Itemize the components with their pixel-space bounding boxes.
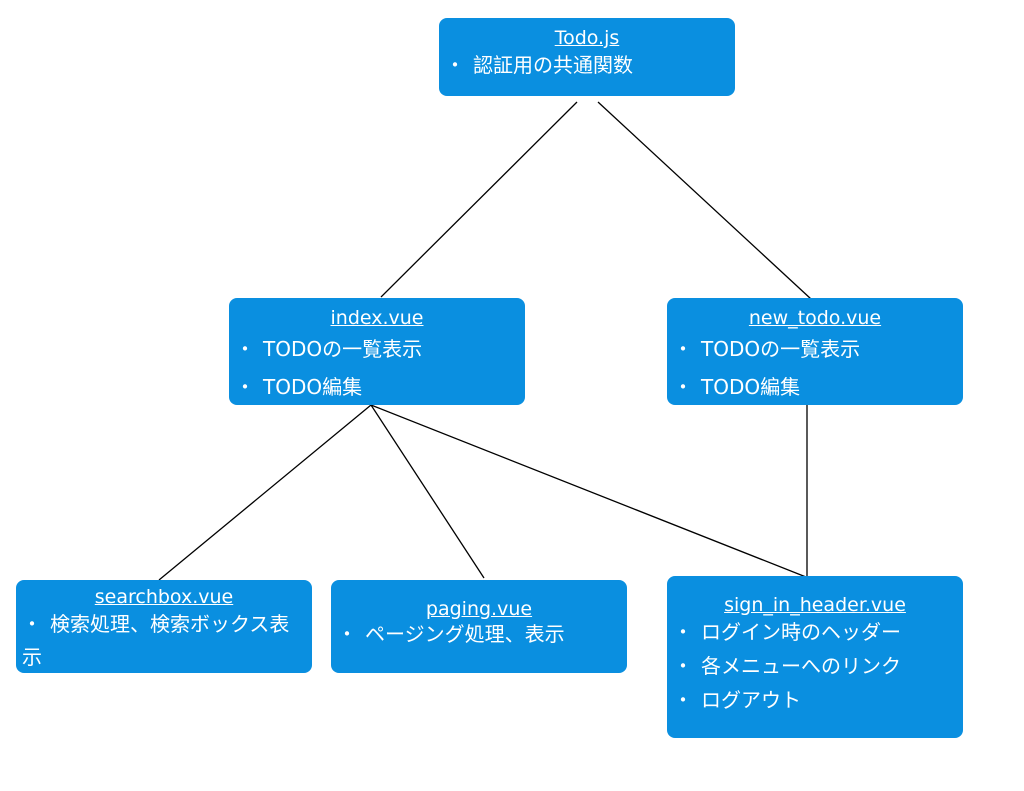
node-item-text: TODO編集 (701, 375, 801, 399)
node-item-text: ログイン時のヘッダー (701, 620, 901, 644)
node-item: ・検索処理、検索ボックス表示 (22, 608, 306, 674)
node-item-text: ログアウト (701, 688, 801, 712)
node-title: searchbox.vue (94, 586, 234, 608)
node-searchbox-vue: searchbox.vue ・検索処理、検索ボックス表示 (16, 580, 312, 673)
edge-index-paging (370, 404, 485, 579)
node-item-text: 認証用の共通関数 (473, 53, 633, 77)
node-title: paging.vue (425, 598, 533, 620)
node-item: ・ページング処理、表示 (337, 622, 627, 646)
bullet: ・ (445, 53, 465, 77)
node-item: ・ TODOの一覧表示 (235, 337, 525, 361)
node-item: ・認証用の共通関数 (445, 53, 735, 77)
bullet: ・ (235, 375, 255, 399)
node-item: ・ログイン時のヘッダー (673, 620, 963, 644)
node-item-text: ページング処理、表示 (365, 622, 565, 646)
bullet: ・ (673, 375, 693, 399)
node-item-text: 検索処理、検索ボックス表示 (22, 612, 290, 669)
node-item-text: TODOの一覧表示 (701, 337, 861, 361)
node-item-text: TODOの一覧表示 (263, 337, 423, 361)
node-paging-vue: paging.vue ・ページング処理、表示 (331, 580, 627, 673)
bullet: ・ (337, 622, 357, 646)
edge-index-searchbox (158, 404, 372, 581)
bullet: ・ (22, 612, 42, 636)
node-item: ・各メニューへのリンク (673, 654, 963, 678)
node-item: ・ TODOの一覧表示 (673, 337, 963, 361)
edge-todo-new-todo (597, 101, 812, 300)
node-item-text: 各メニューへのリンク (701, 654, 901, 678)
node-item-text: TODO編集 (263, 375, 363, 399)
bullet: ・ (673, 620, 693, 644)
bullet: ・ (673, 688, 693, 712)
node-title: new_todo.vue (748, 307, 882, 329)
node-title: index.vue (330, 307, 424, 329)
node-item: ・ログアウト (673, 688, 963, 712)
node-title: Todo.js (554, 27, 620, 49)
node-index-vue: index.vue ・ TODOの一覧表示 ・ TODO編集 (229, 298, 525, 405)
edge-todo-index (380, 101, 578, 298)
node-title: sign_in_header.vue (724, 594, 906, 616)
bullet: ・ (673, 654, 693, 678)
node-sign-in-header-vue: sign_in_header.vue ・ログイン時のヘッダー ・各メニューへのリ… (667, 576, 963, 738)
node-todo-js: Todo.js ・認証用の共通関数 (439, 18, 735, 96)
node-item: ・ TODO編集 (673, 375, 963, 399)
node-new-todo-vue: new_todo.vue ・ TODOの一覧表示 ・ TODO編集 (667, 298, 963, 405)
node-item: ・ TODO編集 (235, 375, 525, 399)
edge-index-sign-in-header (370, 404, 807, 578)
bullet: ・ (235, 337, 255, 361)
bullet: ・ (673, 337, 693, 361)
